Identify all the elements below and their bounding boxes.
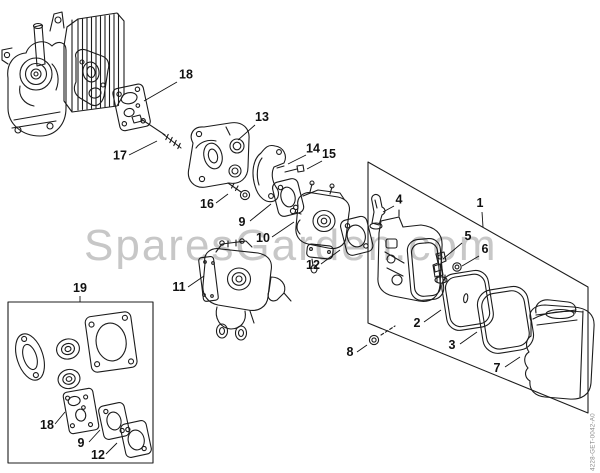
bolt-17 — [131, 114, 182, 150]
callout-16: 16 — [200, 197, 214, 211]
gasket-18 — [112, 83, 151, 132]
callout-11: 11 — [172, 280, 185, 294]
air-filter-cover-7 — [524, 299, 595, 400]
kit-carb-gasket-18 — [62, 387, 100, 435]
screw-16 — [227, 182, 251, 201]
callout-1: 1 — [477, 196, 484, 210]
callouts: 1 2 3 4 5 6 7 8 9 10 11 12 13 14 15 16 1 — [40, 68, 521, 462]
callout-13: 13 — [255, 110, 269, 124]
callout-15: 15 — [322, 147, 336, 161]
drawing-code: 4228-GET-0042-A0 — [590, 413, 597, 471]
kit-gasket-9 — [98, 402, 130, 440]
choke-lever-4 — [369, 193, 386, 230]
callout-kit-12: 12 — [91, 448, 105, 462]
lever-5 — [432, 251, 448, 284]
screw-15 — [284, 164, 305, 173]
callout-4: 4 — [396, 193, 403, 207]
watermark-text: SparesGarden.com — [84, 221, 498, 270]
filter-element-3 — [476, 285, 535, 354]
kit-bearing-upper — [56, 338, 80, 360]
callout-12: 12 — [306, 258, 320, 272]
nut-6 — [452, 262, 462, 272]
callout-14: 14 — [306, 142, 320, 156]
carburetor-10 — [289, 180, 351, 274]
kit-muffler-gasket — [15, 333, 45, 381]
callout-2: 2 — [414, 316, 421, 330]
cover-plate-14 — [252, 144, 286, 203]
callout-8: 8 — [347, 345, 354, 359]
callout-kit-9: 9 — [78, 436, 85, 450]
callout-3: 3 — [449, 338, 456, 352]
kit-bearing-lower — [57, 368, 81, 390]
callout-19: 19 — [73, 281, 87, 295]
gasket-12 — [339, 215, 374, 256]
filter-element-2 — [441, 269, 494, 331]
callout-7: 7 — [494, 361, 501, 375]
callout-9: 9 — [239, 215, 246, 229]
engine-crankcase-and-cylinder — [1, 11, 125, 137]
gasket-kit-box-19 — [7, 301, 154, 464]
kit-gasket-12 — [120, 420, 152, 458]
kit-cylinder-gasket — [84, 311, 138, 373]
callout-5: 5 — [465, 229, 472, 243]
callout-17: 17 — [113, 149, 127, 163]
callout-18: 18 — [179, 68, 193, 82]
intake-flange-13 — [187, 122, 250, 188]
callout-kit-18: 18 — [40, 418, 54, 432]
carburetor-11 — [198, 238, 292, 341]
nut-8 — [368, 325, 396, 346]
assembly-boundary-box — [367, 161, 589, 414]
callout-10: 10 — [256, 231, 270, 245]
callout-6: 6 — [482, 242, 489, 256]
